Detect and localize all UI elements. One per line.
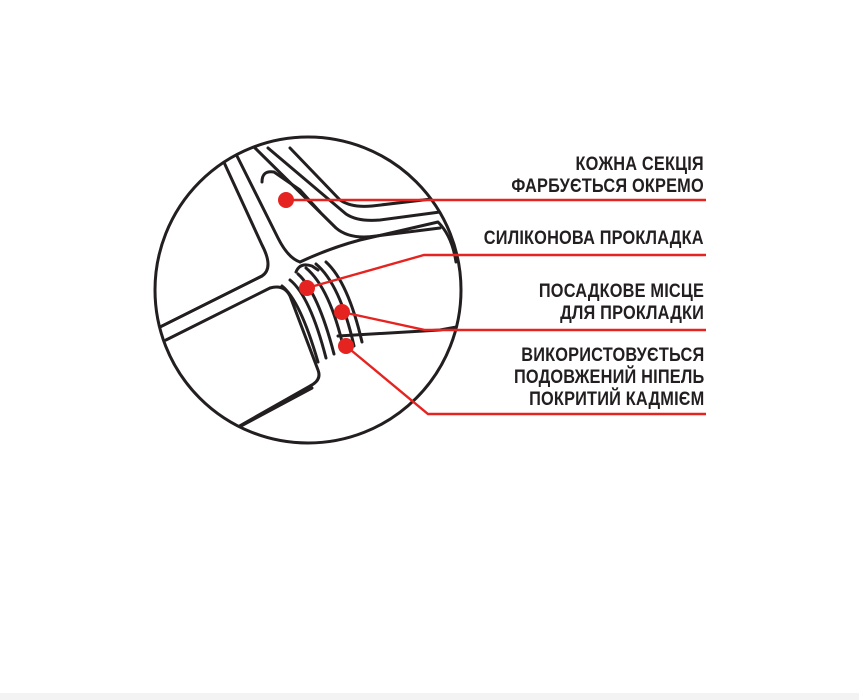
callout-label-line: ПОКРИТИЙ КАДМІЄМ [528,389,704,410]
leader-lines [286,198,706,416]
callout-label-line: ПОДОВЖЕНИЙ НІПЕЛЬ [513,367,704,388]
nipple-cap [294,263,320,274]
nipple-thread-3 [296,272,336,356]
callout-label-cadmium-nipple: ВИКОРИСТОВУЄТЬСЯ ПОДОВЖЕНИЙ НІПЕЛЬ ПОКРИ… [514,345,704,411]
leader-line-2 [306,253,706,290]
gasket-seat [324,260,364,344]
callout-label-line: ДЛЯ ПРОКЛАДКИ [560,303,704,324]
lower-section-face [164,285,321,430]
nipple-thread-1 [280,284,320,364]
magnifier-circle [153,135,463,445]
callout-label-line: ПОСАДКОВЕ МІСЦЕ [538,281,704,302]
marker-4 [338,338,354,354]
right-section-edge [298,220,458,264]
lower-section-top [155,274,264,334]
upper-tube-inner [266,146,442,222]
upper-tube-channel [288,146,442,208]
upper-fin-inner [234,152,302,264]
callout-label-line: ВИКОРИСТОВУЄТЬСЯ [520,345,704,366]
callout-label-line: СИЛІКОНОВА ПРОКЛАДКА [484,228,704,249]
upper-tube-slot [260,170,322,214]
marker-1 [278,192,294,208]
gasket-ring-outer [304,266,346,352]
nipple-thread-2 [288,278,328,360]
callout-label-gasket-seat: ПОСАДКОВЕ МІСЦЕ ДЛЯ ПРОКЛАДКИ [539,281,704,325]
callout-label-painted-sections: КОЖНА СЕКЦІЯ ФАРБУЄТЬСЯ ОКРЕМО [511,154,704,198]
leader-line-4 [345,345,706,416]
callout-markers [278,192,354,354]
marker-2 [299,280,315,296]
leader-line-3 [341,310,706,332]
marker-3 [334,304,350,320]
bottom-strip [0,693,859,700]
callout-label-line: КОЖНА СЕКЦІЯ [575,154,704,175]
callout-label-silicone-gasket: СИЛІКОНОВА ПРОКЛАДКА [484,228,704,250]
gasket-ring-inner [314,262,356,348]
callout-label-line: ФАРБУЄТЬСЯ ОКРЕМО [511,176,704,197]
